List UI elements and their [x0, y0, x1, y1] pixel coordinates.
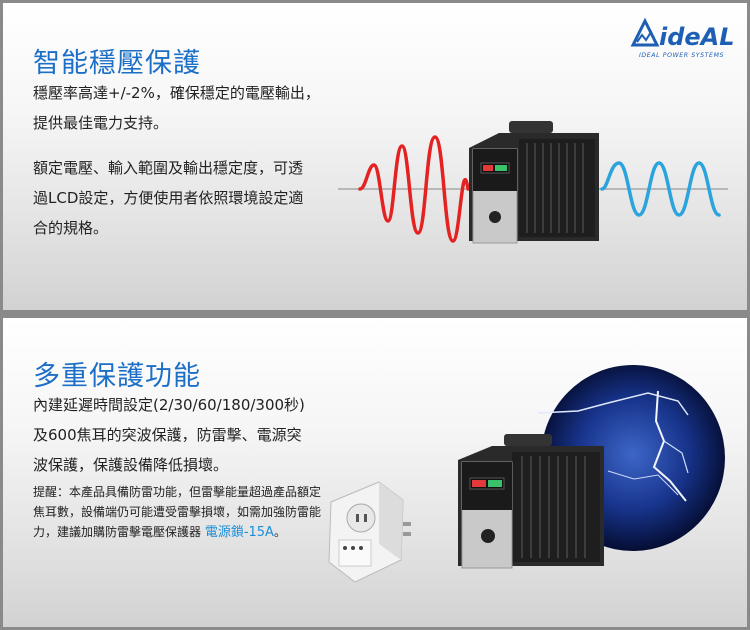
- stable-blue-wave: [600, 161, 721, 217]
- svg-text:ideAL: ideAL: [659, 23, 735, 51]
- note-line3-text: 力，建議加購防雷擊電壓保護器: [33, 525, 205, 539]
- panel-multi-protection: 多重保護功能 內建延遲時間設定(2/30/60/180/300秒) 及600焦耳…: [3, 318, 747, 627]
- section2-para1-line3: 波保護，保護設備降低損壞。: [33, 456, 229, 474]
- section1-para2-line1: 額定電壓、輸入範圍及輸出穩定度，可透: [33, 159, 304, 177]
- section1-para1-line2: 提供最佳電力支持。: [33, 114, 169, 132]
- section1-para2-line2: 過LCD設定，方便使用者依照環境設定適: [33, 189, 304, 207]
- voltage-regulator-device: [469, 121, 599, 244]
- svg-text:IDEAL POWER SYSTEMS: IDEAL POWER SYSTEMS: [639, 52, 724, 59]
- section2-para1-line1: 內建延遲時間設定(2/30/60/180/300秒): [33, 396, 305, 414]
- panel-smart-regulation: ideAL IDEAL POWER SYSTEMS 智能穩壓保護 穩壓率高達+/…: [3, 3, 747, 310]
- voltage-regulator-device: [458, 434, 604, 569]
- section1-para2-line3: 合的規格。: [33, 219, 109, 237]
- surge-protector-link[interactable]: 電源鎖-15A: [204, 525, 274, 540]
- section2-note-line3: 力，建議加購防雷擊電壓保護器 電源鎖-15A。: [33, 522, 286, 543]
- section2-para1-line2: 及600焦耳的突波保護，防雷擊、電源突: [33, 426, 302, 444]
- section2-note-line1: 提醒：本產品具備防雷功能，但雷擊能量超過產品額定: [33, 485, 322, 499]
- ideal-logo: ideAL IDEAL POWER SYSTEMS: [629, 15, 735, 61]
- section1-para1-line1: 穩壓率高達+/-2%，確保穩定的電壓輸出，: [33, 84, 320, 102]
- surge-protector-plug-image: [328, 481, 411, 583]
- section2-title: 多重保護功能: [33, 361, 201, 392]
- note-line3-end: 。: [273, 525, 286, 539]
- section2-note-line2: 焦耳數，設備端仍可能遭受雷擊損壞，如需加強防雷能: [33, 505, 322, 519]
- logo-icon: ideAL IDEAL POWER SYSTEMS: [630, 17, 735, 59]
- section1-title: 智能穩壓保護: [33, 48, 201, 79]
- unstable-red-wave: [358, 135, 470, 243]
